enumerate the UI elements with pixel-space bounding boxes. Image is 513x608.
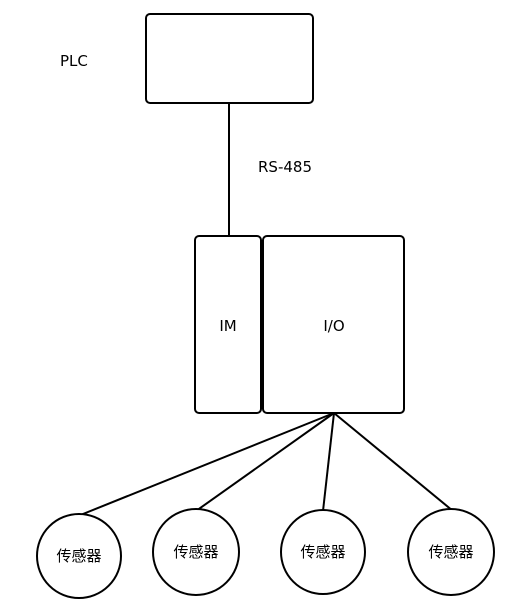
plc-box — [145, 13, 314, 104]
sensor-circle-4 — [407, 508, 495, 596]
plc-label: PLC — [60, 52, 88, 70]
sensor-label-1: 传感器 — [56, 547, 101, 565]
sensor-wire-3 — [322, 412, 335, 512]
sensor-circle-1 — [36, 513, 122, 599]
sensor-wire-2 — [195, 412, 335, 512]
sensor-wire-4 — [333, 412, 454, 512]
sensor-circle-2 — [152, 508, 240, 596]
sensor-label-2: 传感器 — [173, 543, 218, 561]
rs485-label: RS-485 — [258, 158, 312, 176]
sensor-label-4: 传感器 — [428, 543, 473, 561]
io-label: I/O — [323, 317, 344, 335]
im-label: IM — [219, 317, 236, 335]
sensor-circle-3 — [280, 509, 366, 595]
sensor-wire-1 — [77, 412, 335, 517]
im-module-box — [194, 235, 262, 414]
sensor-label-3: 传感器 — [300, 543, 345, 561]
